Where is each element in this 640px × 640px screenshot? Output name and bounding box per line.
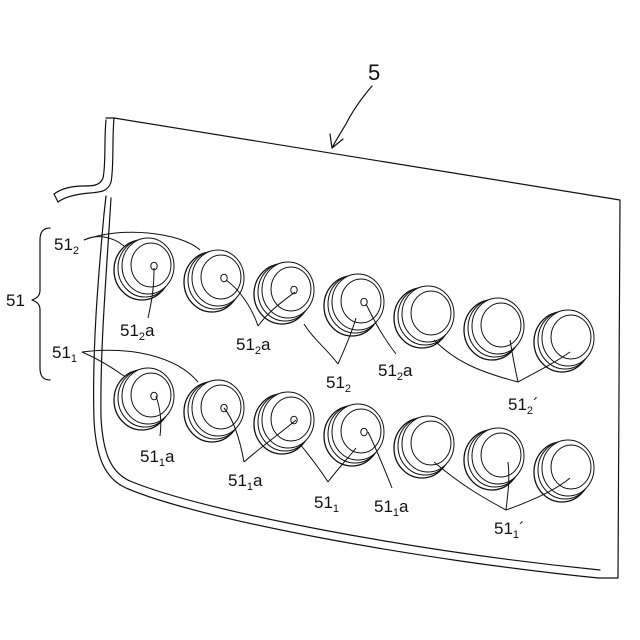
label-51-2-top: 512: [54, 235, 79, 257]
lamp-ring: [551, 445, 591, 489]
row-51-2-lamp-4: [324, 274, 384, 336]
group-51-label: 51: [6, 291, 25, 310]
lamp-hole: [361, 428, 367, 436]
label-51-1-prime: 511´: [494, 519, 525, 541]
row-51-2-lamp-3: [254, 262, 314, 324]
row-51-2-lamp-5: [394, 286, 454, 348]
lamp-ring: [551, 315, 591, 359]
ref-5-label: 5: [368, 60, 380, 85]
label-51-2a-1: 512a: [120, 321, 155, 343]
ref-5-arrow: [330, 86, 372, 148]
label-51-1-mid: 511: [314, 493, 339, 515]
row-51-2-lamp-6: [464, 298, 524, 360]
row-51-1-lamp-4: [324, 404, 384, 466]
row-51-2-lamp-7: [534, 310, 594, 372]
label-51-1a-3: 511a: [374, 497, 409, 519]
lamp-ring: [411, 421, 451, 465]
row-51-1-lamp-3: [254, 392, 314, 454]
label-51-1a-2: 511a: [228, 471, 263, 493]
lamp-ring: [411, 291, 451, 335]
group-51-brace: [32, 228, 50, 380]
row-51-1-lamp-5: [394, 416, 454, 478]
row-51-2-lamp-1: [114, 238, 174, 300]
label-51-1-left: 511: [52, 343, 77, 365]
label-51-2-mid: 512: [326, 373, 351, 395]
row-51-1-lamp-2: [184, 380, 244, 442]
lamp-ring: [481, 303, 521, 347]
row-51-2-lamp-2: [184, 250, 244, 312]
row-51-1-lamp-6: [464, 428, 524, 490]
lamp-array: [114, 238, 594, 502]
label-51-2a-3: 512a: [378, 361, 413, 383]
row-51-1-lamp-1: [114, 368, 174, 430]
lamp-ring: [481, 433, 521, 477]
label-51-2a-2: 512a: [236, 335, 271, 357]
row-51-1-lamp-7: [534, 440, 594, 502]
label-51-1a-1: 511a: [140, 447, 175, 469]
label-51-2-prime: 512´: [508, 395, 539, 417]
lamp-hole: [291, 416, 297, 424]
